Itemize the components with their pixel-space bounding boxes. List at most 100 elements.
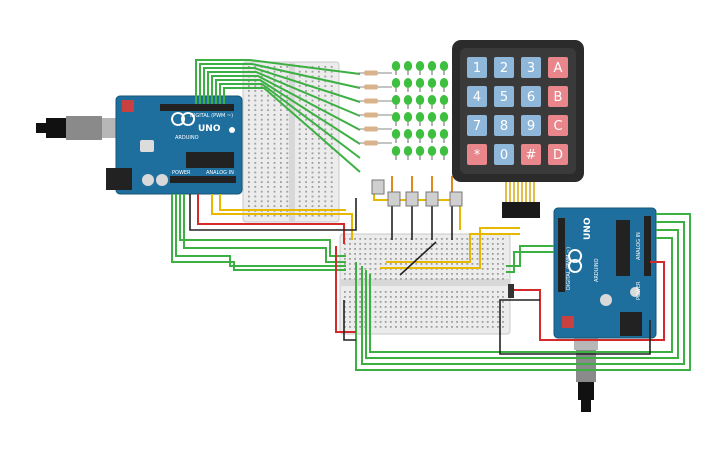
breadboard-hole (318, 195, 320, 198)
keypad-key[interactable] (548, 57, 568, 78)
keypad-key-label: 5 (500, 90, 508, 105)
breadboard-hole (344, 253, 346, 255)
breadboard-hole (410, 258, 413, 260)
breadboard-hole (349, 321, 351, 323)
breadboard-hole (420, 278, 423, 280)
breadboard-hole (379, 238, 382, 240)
breadboard-hole (425, 321, 428, 323)
breadboard-hole (415, 278, 418, 280)
breadboard-hole (481, 263, 484, 265)
breadboard-hole (466, 301, 469, 303)
breadboard-hole (254, 166, 257, 169)
breadboard-hole (425, 306, 428, 308)
breadboard-hole (254, 157, 257, 159)
keypad-key[interactable] (548, 144, 568, 165)
led (439, 95, 449, 105)
breadboard-hole (369, 258, 372, 260)
breadboard-hole (330, 181, 333, 183)
breadboard-hole (248, 109, 250, 111)
arduino-left-brand: ARDUINO (175, 135, 199, 141)
keypad-key[interactable] (467, 57, 487, 78)
led (391, 129, 401, 139)
breadboard-hole (389, 301, 392, 303)
breadboard-hole (502, 301, 504, 303)
breadboard-hole (486, 296, 489, 298)
keypad-key[interactable] (548, 86, 568, 107)
breadboard-hole (384, 243, 387, 245)
keypad-key[interactable] (521, 144, 541, 165)
keypad-key[interactable] (548, 115, 568, 136)
breadboard-hole (254, 85, 257, 87)
keypad-key[interactable] (467, 86, 487, 107)
keypad-key[interactable] (521, 115, 541, 136)
breadboard-hole (430, 258, 433, 260)
breadboard-hole (318, 70, 320, 73)
breadboard-hole (471, 243, 474, 245)
breadboard-hole (374, 243, 377, 245)
breadboard-hole (311, 171, 314, 174)
keypad-key[interactable] (494, 86, 514, 107)
breadboard-hole (273, 162, 276, 164)
breadboard-hole (305, 152, 307, 155)
breadboard-hole (364, 258, 367, 260)
breadboard-hole (471, 253, 474, 255)
keypad-key[interactable] (467, 115, 487, 136)
breadboard-hole (410, 301, 413, 303)
keypad-key[interactable] (521, 86, 541, 107)
breadboard-hole (456, 263, 458, 265)
keypad-key[interactable] (467, 144, 487, 165)
breadboard-hole (425, 243, 428, 245)
breadboard-hole (286, 94, 289, 97)
breadboard-hole (359, 263, 362, 265)
breadboard-hole (440, 316, 443, 318)
breadboard-hole (248, 214, 250, 217)
breadboard-hole (305, 166, 307, 169)
breadboard-hole (280, 85, 282, 87)
breadboard-hole (502, 306, 504, 308)
breadboard-hole (481, 248, 484, 250)
breadboard-hole (318, 205, 320, 207)
breadboard-hole (273, 166, 276, 169)
breadboard-hole (405, 296, 407, 298)
breadboard-hole (430, 291, 433, 293)
breadboard-hole (379, 273, 382, 275)
breadboard-hole (415, 316, 418, 318)
keypad-key[interactable] (494, 57, 514, 78)
breadboard-hole (324, 214, 327, 217)
breadboard-hole (420, 248, 423, 250)
breadboard-hole (349, 296, 351, 298)
keypad-key[interactable] (494, 115, 514, 136)
breadboard-hole (273, 181, 276, 183)
keypad-key[interactable] (494, 144, 514, 165)
breadboard-hole (344, 258, 346, 260)
breadboard-hole (410, 238, 413, 240)
breadboard-hole (451, 258, 453, 260)
breadboard-hole (446, 258, 448, 260)
breadboard-hole (476, 291, 479, 293)
breadboard-hole (254, 200, 257, 203)
breadboard-hole (344, 268, 346, 270)
breadboard-hole (286, 152, 289, 155)
breadboard-hole (324, 162, 327, 164)
breadboard-hole (280, 176, 282, 179)
breadboard-hole (410, 311, 413, 313)
breadboard-hole (379, 243, 382, 245)
breadboard-hole (384, 316, 387, 318)
breadboard-hole (395, 321, 397, 323)
keypad-key[interactable] (521, 57, 541, 78)
breadboard-hole (305, 200, 307, 203)
breadboard-hole (311, 176, 314, 179)
keypad-key-label: 7 (473, 119, 481, 134)
breadboard-hole (318, 85, 320, 87)
breadboard-hole (502, 311, 504, 313)
breadboard-hole (324, 85, 327, 87)
breadboard-hole (415, 291, 418, 293)
breadboard-hole (280, 80, 282, 83)
breadboard-hole (497, 296, 499, 298)
breadboard-hole (305, 128, 307, 131)
arduino-left-digital-label: DIGITAL (PWM ~) (190, 113, 233, 119)
breadboard-hole (318, 181, 320, 183)
breadboard-hole (369, 263, 372, 265)
breadboard-hole (349, 243, 351, 245)
breadboard-hole (410, 291, 413, 293)
